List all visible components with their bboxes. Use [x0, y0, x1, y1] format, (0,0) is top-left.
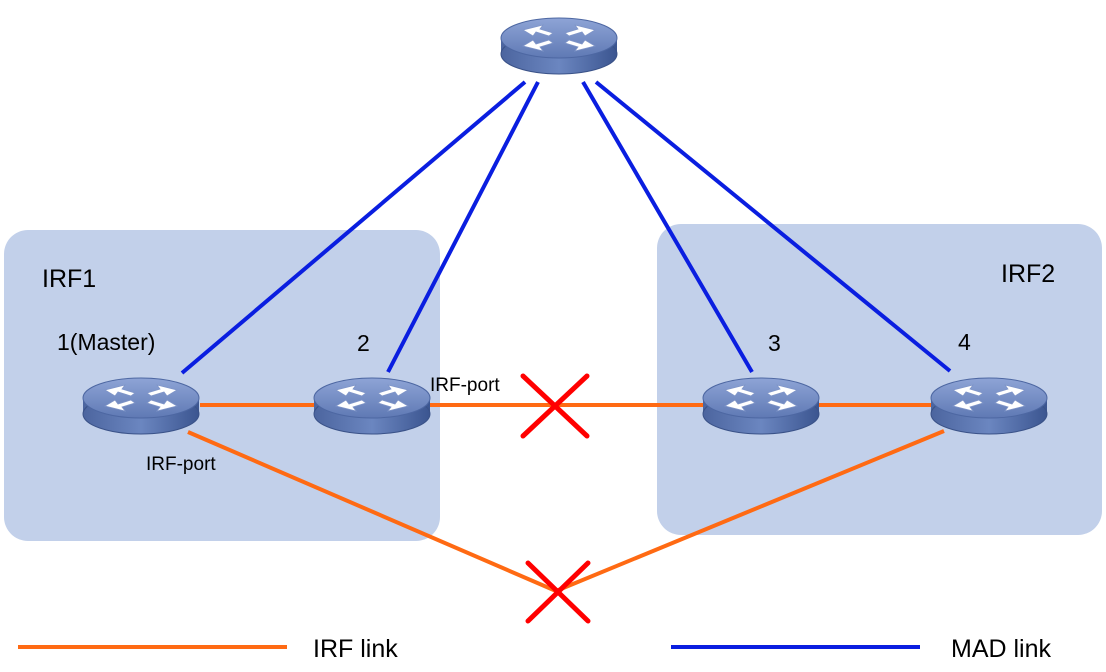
device-4-label: 4 [958, 329, 971, 355]
irf1-group-box [4, 230, 440, 541]
irf-link-break-d4 [555, 429, 945, 593]
irf-port-label-d2: IRF-port [430, 375, 500, 396]
device-3-label: 3 [768, 330, 781, 356]
mad-link-core-d3 [581, 80, 754, 374]
irf-link-d1-break [187, 430, 557, 593]
device-2-switch-icon[interactable] [313, 377, 431, 435]
device-4-switch-icon[interactable] [930, 377, 1048, 435]
link-break-marker-bottom [525, 560, 591, 624]
device-1-label: 1(Master) [57, 329, 155, 355]
link-break-marker-top [520, 373, 590, 439]
device-2-label: 2 [357, 330, 370, 356]
mad-link-core-d2 [386, 81, 540, 373]
legend-irf-link-label: IRF link [313, 635, 398, 663]
device-3-switch-icon[interactable] [702, 377, 820, 435]
legend-mad-link-label: MAD link [951, 635, 1052, 663]
irf2-label: IRF2 [1001, 260, 1055, 288]
irf2-group-box [657, 224, 1102, 535]
mad-link-core-d4 [594, 80, 952, 373]
irf-port-label-d1: IRF-port [146, 454, 216, 475]
mad-link-core-d1 [180, 80, 527, 375]
core-switch-icon[interactable] [500, 17, 618, 75]
device-1-switch-icon[interactable] [82, 377, 200, 435]
irf1-label: IRF1 [42, 265, 96, 293]
